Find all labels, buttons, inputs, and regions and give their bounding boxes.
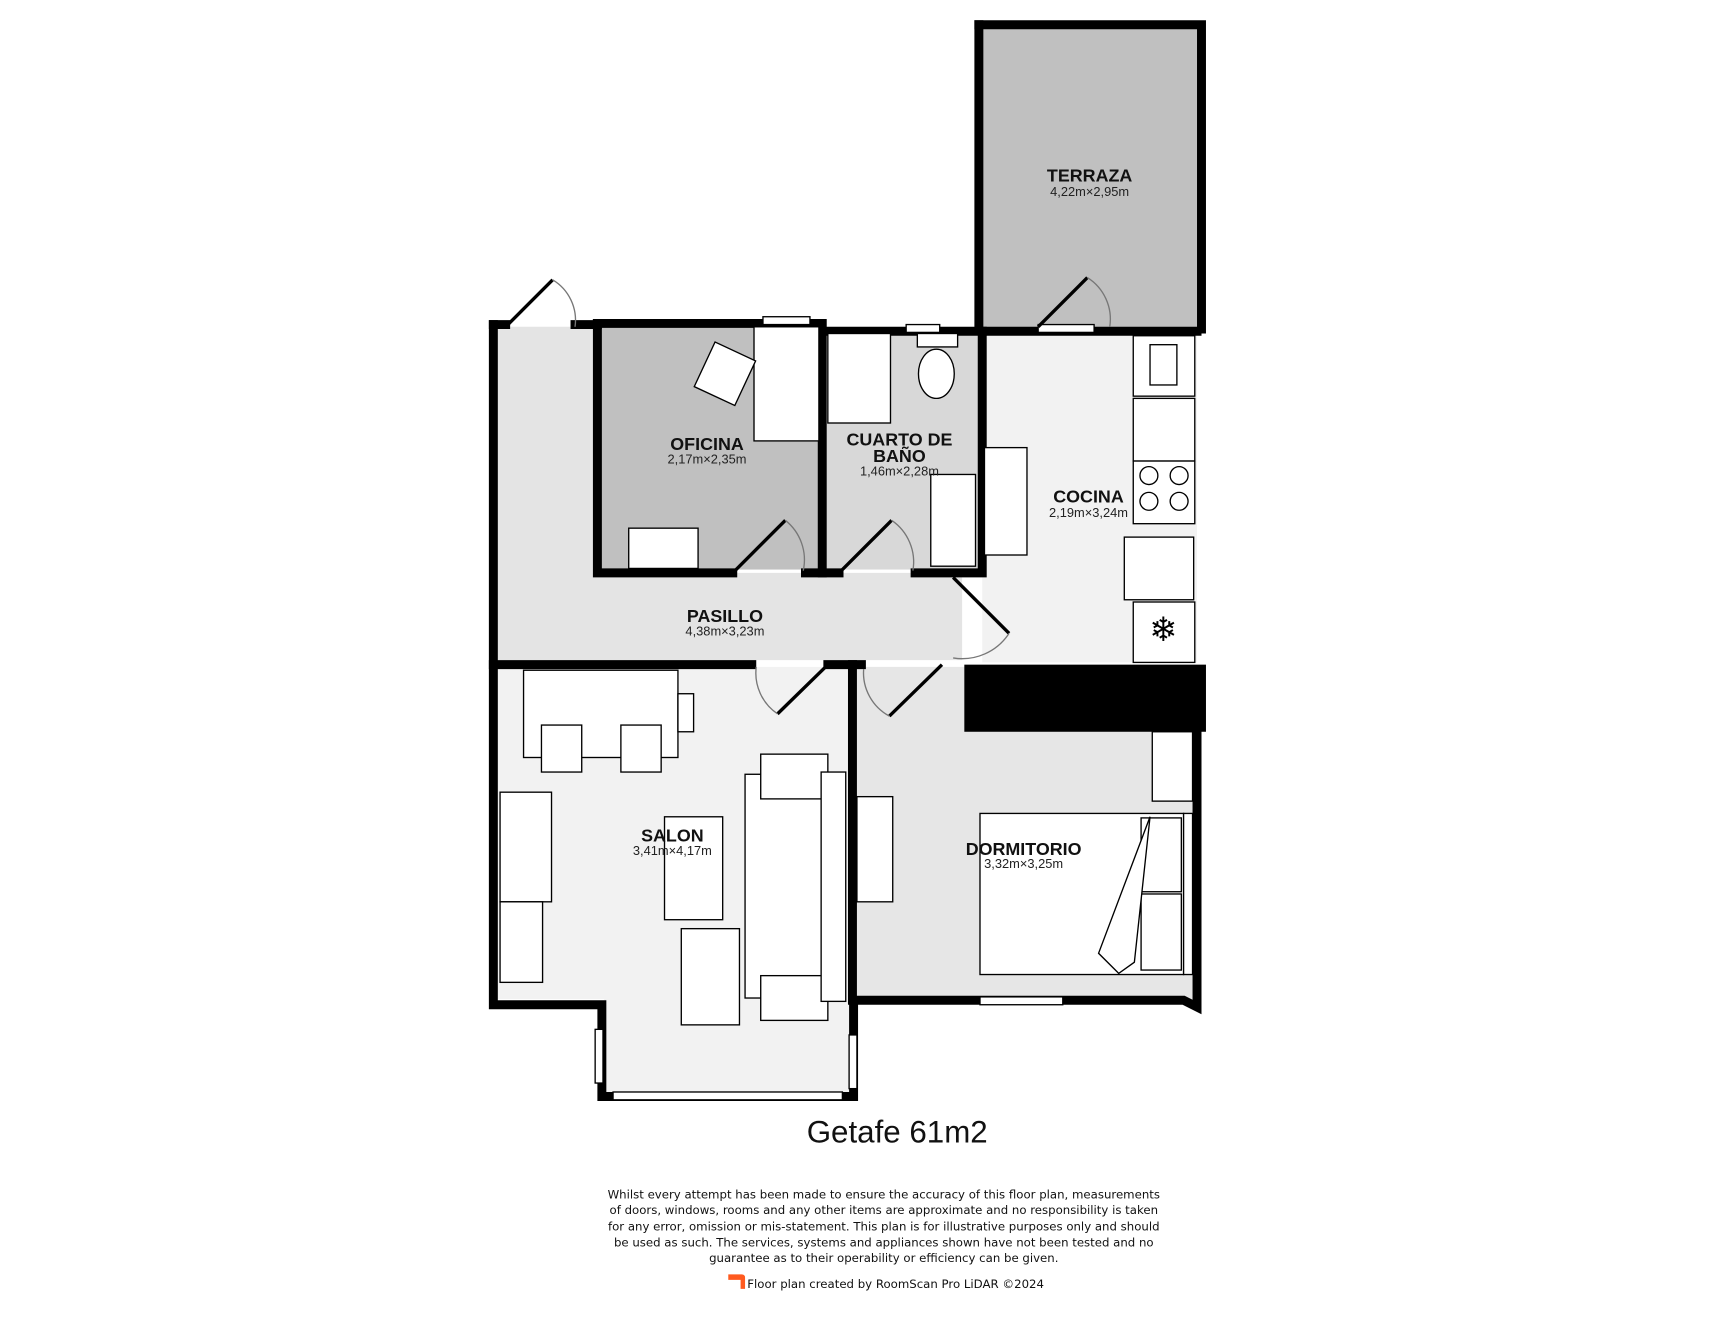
room-dimensions: 4,38m×3,23m [685, 624, 764, 639]
room-dimensions: 3,41m×4,17m [633, 843, 712, 858]
doors [504, 276, 1111, 718]
room-name-line2: BAÑO [873, 445, 926, 466]
roomscan-logo-icon [728, 1274, 746, 1289]
wardrobe [1151, 731, 1194, 802]
kitchen-counter [983, 446, 1028, 556]
fridge-icon [1132, 601, 1196, 664]
room-terraza: TERRAZA 4,22m×2,95m [1047, 165, 1132, 199]
disclaimer-line: guarantee as to their operability or eff… [709, 1251, 1058, 1265]
room-pasillo: PASILLO 4,38m×3,23m [685, 606, 764, 638]
credit-text: Floor plan created by RoomScan Pro LiDAR… [747, 1277, 1044, 1291]
plan-title: Getafe 61m2 [807, 1114, 988, 1149]
sideboard [499, 791, 553, 903]
room-name: OFICINA [670, 434, 744, 454]
room-name: TERRAZA [1047, 165, 1132, 185]
disclaimer-line: for any error, omission or mis-statement… [608, 1220, 1160, 1234]
room-dimensions: 4,22m×2,95m [1050, 184, 1129, 199]
room-name: COCINA [1053, 486, 1124, 506]
room-salon: SALON 3,41m×4,17m [633, 825, 712, 857]
bedroom-desk [856, 795, 894, 903]
disclaimer: Whilst every attempt has been made to en… [608, 1187, 1160, 1265]
toilet-icon [917, 348, 955, 400]
bath-cabinet [827, 332, 892, 424]
walls [488, 20, 1206, 1101]
room-dimensions: 1,46m×2,28m [860, 464, 939, 479]
room-bano: CUARTO DE BAÑO 1,46m×2,28m [846, 429, 952, 478]
room-name: PASILLO [687, 606, 763, 626]
disclaimer-line: Whilst every attempt has been made to en… [608, 1187, 1160, 1201]
room-cocina: COCINA 2,19m×3,24m [1049, 486, 1128, 520]
office-chair [693, 341, 757, 407]
disclaimer-line: of doors, windows, rooms and any other i… [610, 1203, 1158, 1217]
terraza-floor [978, 24, 1202, 330]
shower [930, 473, 977, 567]
room-name: CUARTO DE [846, 429, 952, 449]
room-name: SALON [641, 825, 704, 845]
room-oficina: OFICINA 2,17m×2,35m [668, 434, 747, 466]
washing-machine-icon [1123, 536, 1195, 601]
room-dimensions: 2,17m×2,35m [668, 451, 747, 466]
room-dimensions: 2,19m×3,24m [1049, 505, 1128, 520]
disclaimer-line: be used as such. The services, systems a… [614, 1235, 1154, 1249]
office-cabinet [628, 527, 699, 570]
svg-text:❄: ❄ [1149, 610, 1177, 649]
room-dormitorio: DORMITORIO 3,32m×3,25m [966, 839, 1082, 871]
structural-block [964, 664, 1206, 732]
room-name: DORMITORIO [966, 839, 1082, 859]
coffee-table [663, 816, 724, 921]
credit: Floor plan created by RoomScan Pro LiDAR… [728, 1274, 1044, 1291]
stove-icon [1132, 460, 1196, 525]
windows [594, 316, 1095, 1101]
room-dimensions: 3,32m×3,25m [984, 856, 1063, 871]
armchair [680, 927, 741, 1026]
office-desk [753, 326, 820, 442]
furniture: ❄ [499, 326, 1196, 1026]
